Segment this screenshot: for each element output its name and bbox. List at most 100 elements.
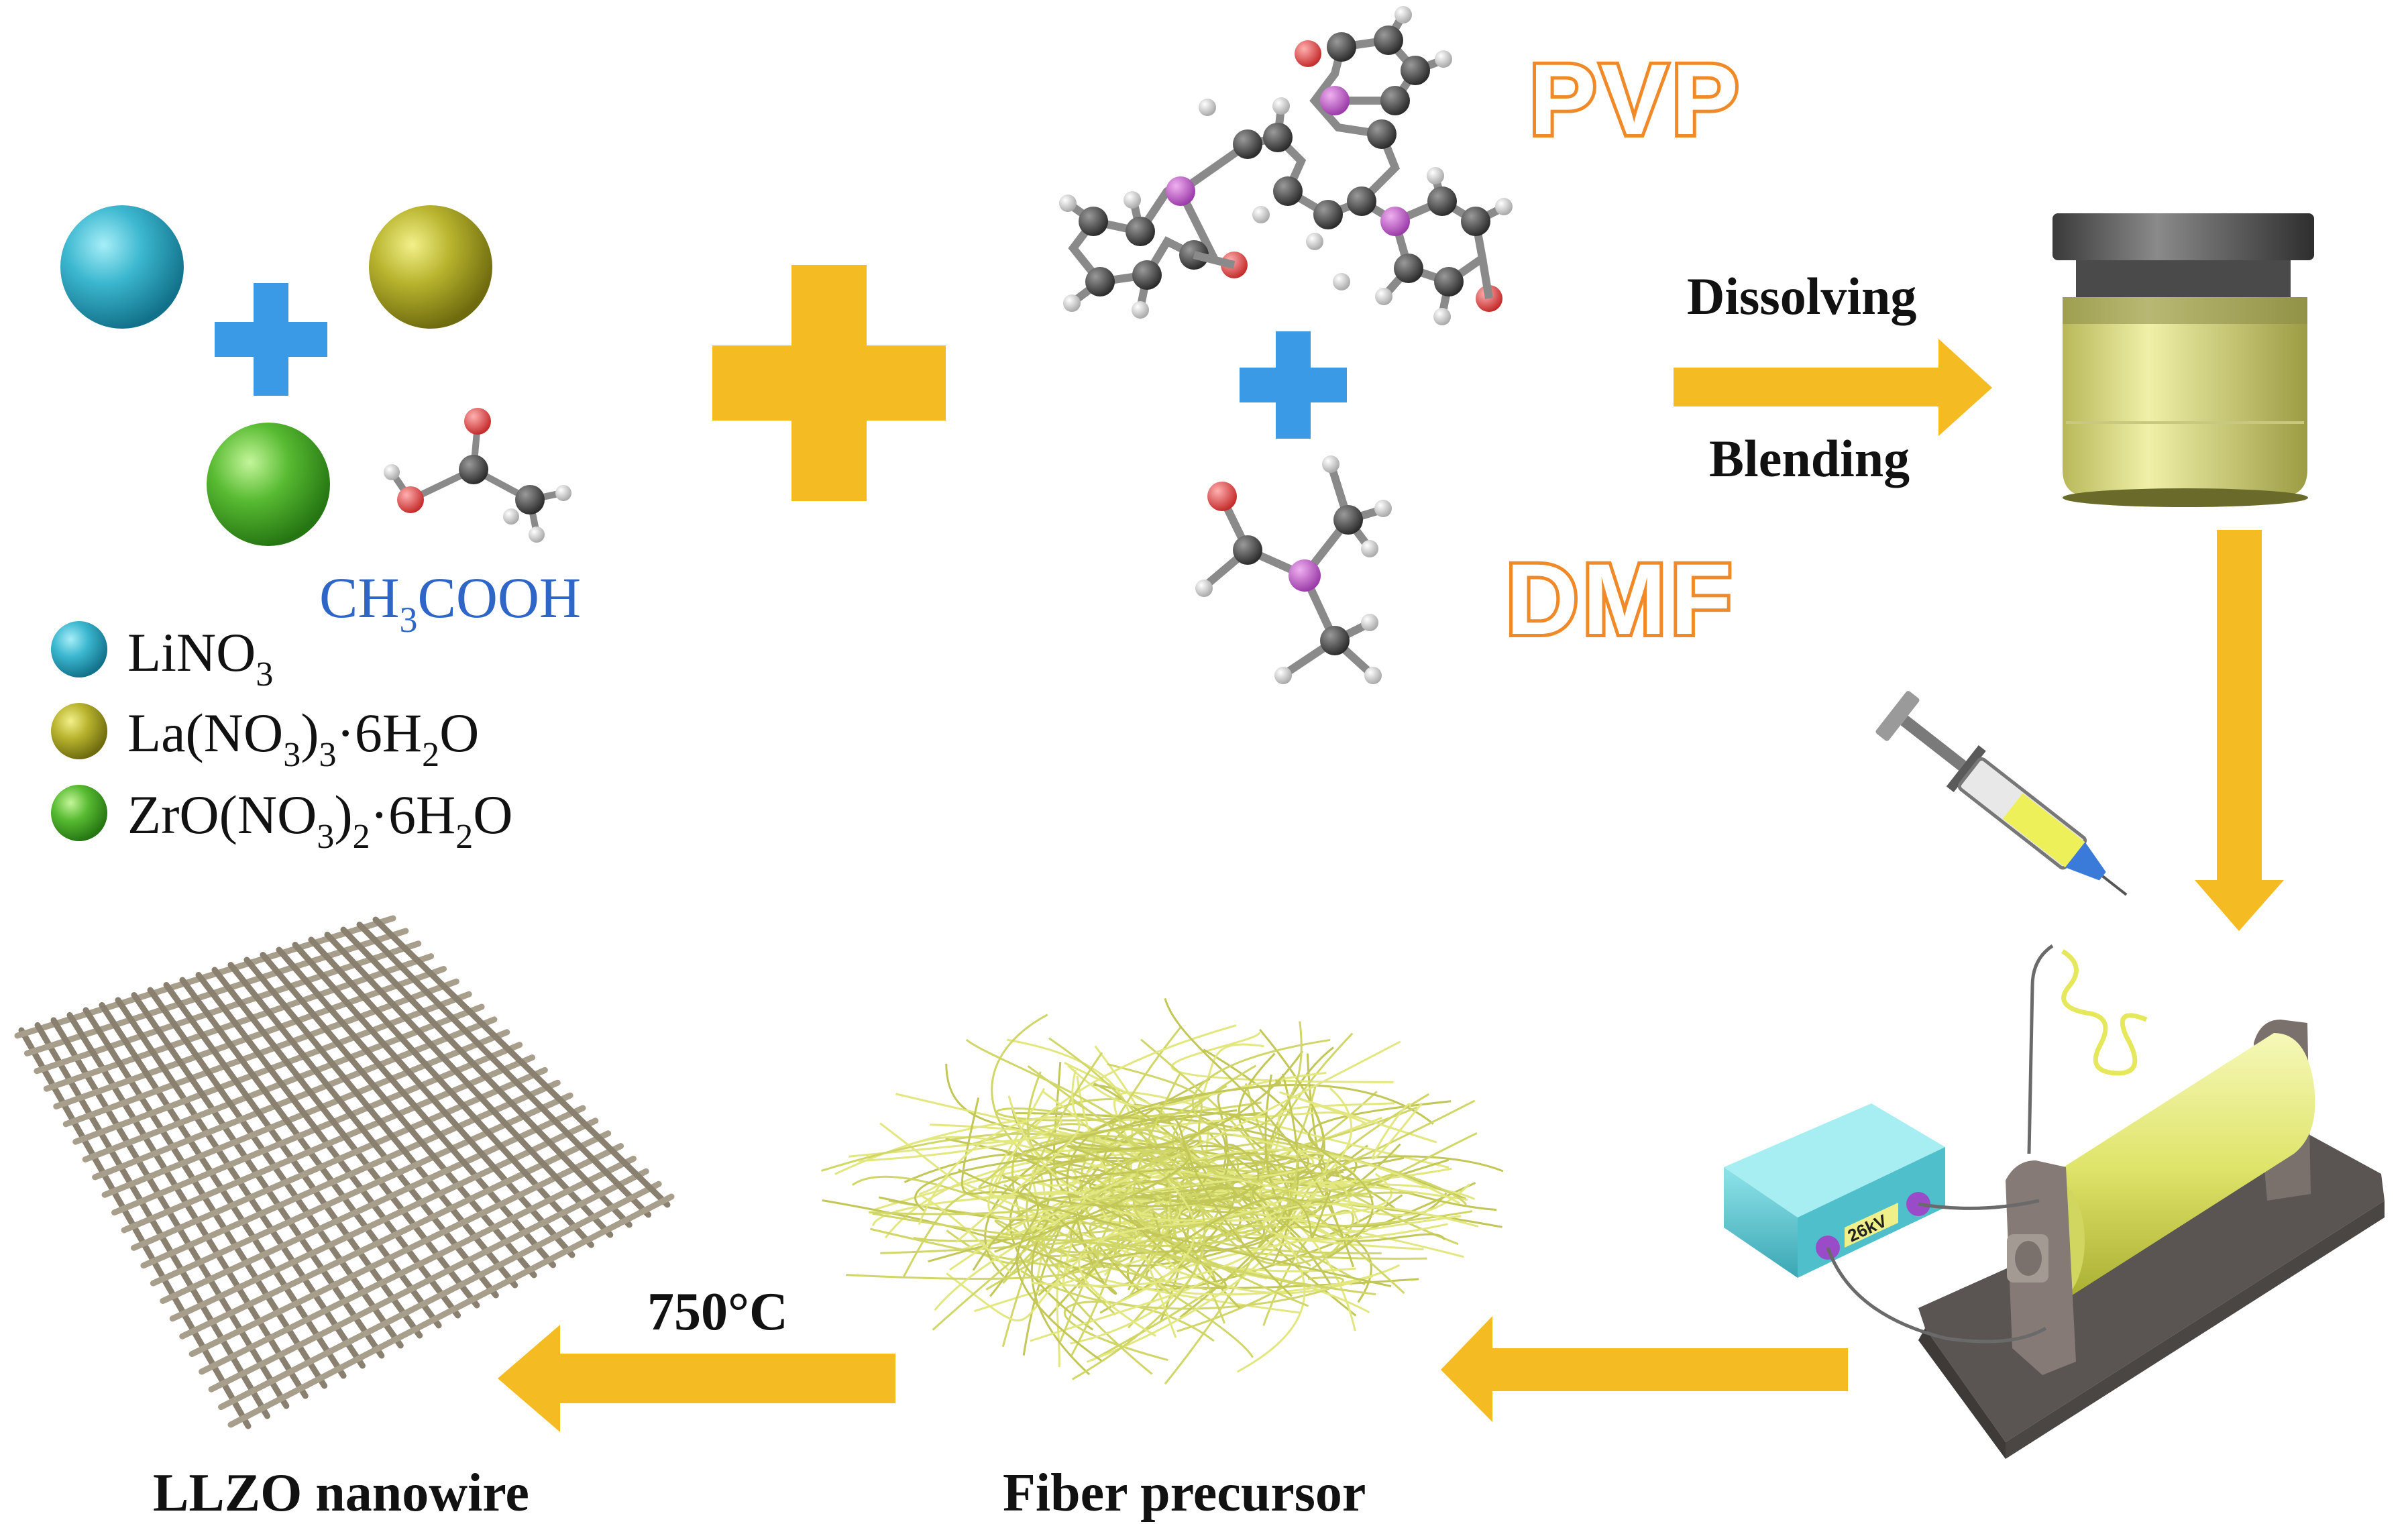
power-supply: 26kV (1724, 1103, 1945, 1278)
nanowire-strand (199, 1155, 637, 1375)
nanowire-strand (121, 1054, 535, 1234)
svg-text:La(NO3)3·6H2O: La(NO3)3·6H2O (127, 702, 479, 774)
fiber-strand (1179, 1052, 1293, 1318)
nanowire-strand (211, 967, 480, 1309)
fiber-strand (1020, 1270, 1344, 1310)
nanowire-strand (227, 1193, 675, 1428)
fiber-strand (1007, 1087, 1353, 1221)
fiber-precursor-label: Fiber precursor (1003, 1464, 1366, 1523)
nanowire-strand (340, 926, 633, 1228)
acetic-acid-molecule (384, 408, 571, 543)
fiber-strand (1011, 1098, 1153, 1375)
legend-item-zr-nitrate: ZrO(NO3)2·6H2O (51, 784, 512, 856)
legend-item-linO3: LiNO3 (51, 621, 273, 694)
fiber-strand (879, 1024, 1237, 1199)
legend-swatch (51, 703, 107, 759)
dmf-label: DMF (1506, 543, 1736, 655)
acetic-acid-formula: CH3COOH (319, 565, 581, 640)
fiber-strand (1372, 1102, 1423, 1160)
nanowire-strand (276, 946, 557, 1268)
fiber-strand (1164, 998, 1354, 1268)
nanowire-strand (150, 1092, 573, 1287)
fiber-strand (1065, 1050, 1304, 1179)
fiber-strand (934, 1191, 1086, 1311)
fiber-strand (1279, 1091, 1437, 1144)
collector-drum (2042, 1033, 2315, 1301)
fiber-strand (822, 1199, 1117, 1295)
fiber-strand (1031, 1181, 1339, 1287)
fiber-strand (1001, 1174, 1102, 1362)
nanowire-strand (169, 1118, 599, 1322)
fiber-strand (965, 1038, 1206, 1380)
fiber-strand (896, 1136, 1197, 1180)
fiber-strand (961, 1097, 1106, 1269)
electrospinning-apparatus: 26kV (1724, 691, 2385, 1459)
temperature-label: 750°C (647, 1283, 788, 1342)
fiber-strand (1078, 1173, 1392, 1337)
fiber-strand (1027, 1065, 1264, 1184)
fiber-strand (1026, 1052, 1476, 1254)
fiber-strand (1067, 1065, 1327, 1108)
nanowire-strand (372, 916, 671, 1208)
pvp-label: PVP (1529, 43, 1743, 156)
fiber-strand (1153, 1189, 1332, 1264)
plus-icon (1240, 331, 1347, 439)
fiber-strand (914, 1155, 1086, 1212)
nanowire-strand (218, 1181, 662, 1411)
arrow-right (1674, 339, 1992, 436)
reagent-spheres (60, 205, 492, 546)
blending-label: Blending (1709, 429, 1910, 488)
fiber-strand (904, 1153, 1053, 1297)
fiber-jet (2061, 949, 2148, 1076)
fiber-strand (1112, 1170, 1385, 1306)
arrow-down (2195, 530, 2284, 931)
fiber-strand (902, 1085, 1227, 1278)
fiber-strand (1132, 1072, 1413, 1229)
nanowire-strand (243, 957, 518, 1289)
legend-swatch (51, 621, 107, 677)
reagent-legend: LiNO3 La(NO3)3·6H2O ZrO(NO3)2·6H2O (51, 621, 512, 856)
fiber-precursor-mat (821, 998, 1504, 1385)
fiber-strand (1158, 1215, 1462, 1296)
solution-jar (2053, 213, 2314, 507)
fiber-strand (1026, 1071, 1121, 1356)
nanowire-strand (227, 962, 499, 1299)
fiber-strand (872, 1152, 1299, 1247)
svg-text:ZrO(NO3)2·6H2O: ZrO(NO3)2·6H2O (127, 784, 512, 856)
fiber-strand (846, 1244, 1308, 1288)
legend-item-la-nitrate: La(NO3)3·6H2O (51, 702, 479, 774)
nanowire-strand (260, 952, 537, 1278)
fiber-strand (994, 1146, 1191, 1253)
llzo-nanowire-label: LLZO nanowire (153, 1464, 529, 1523)
arrow-left (1441, 1316, 1848, 1422)
dissolving-label: Dissolving (1687, 267, 1916, 325)
fiber-strand (919, 1174, 1013, 1274)
nanowire-strand (356, 922, 652, 1218)
fiber-strand (955, 1069, 1081, 1243)
pvp-molecule (1059, 6, 1513, 325)
dmf-molecule (1195, 455, 1392, 684)
fiber-strand (1097, 1188, 1244, 1273)
fiber-strand (1179, 1132, 1468, 1205)
nanowire-strand (140, 1079, 561, 1269)
large-plus-icon (712, 265, 946, 501)
fiber-strand (1091, 1093, 1430, 1362)
lithium-nitrate-sphere (60, 205, 184, 329)
nanowire-strand (179, 1130, 612, 1340)
nanowire-strand (130, 1067, 548, 1251)
legend-swatch (51, 785, 107, 841)
zirconyl-nitrate-sphere (207, 423, 330, 546)
fiber-strand (1191, 1021, 1331, 1132)
nanowire-strand (160, 1105, 586, 1304)
fiber-strand (858, 1116, 1062, 1225)
nanowire-strand (324, 932, 614, 1238)
fiber-strand (1236, 1180, 1468, 1373)
nanowire-strand (188, 1143, 624, 1358)
fiber-strand (852, 1175, 1254, 1358)
fiber-strand (1161, 1183, 1476, 1280)
fiber-strand (984, 1083, 1434, 1277)
nanowire-strand (208, 1168, 649, 1393)
lanthanum-nitrate-sphere (369, 205, 492, 329)
syringe (1875, 691, 2128, 896)
